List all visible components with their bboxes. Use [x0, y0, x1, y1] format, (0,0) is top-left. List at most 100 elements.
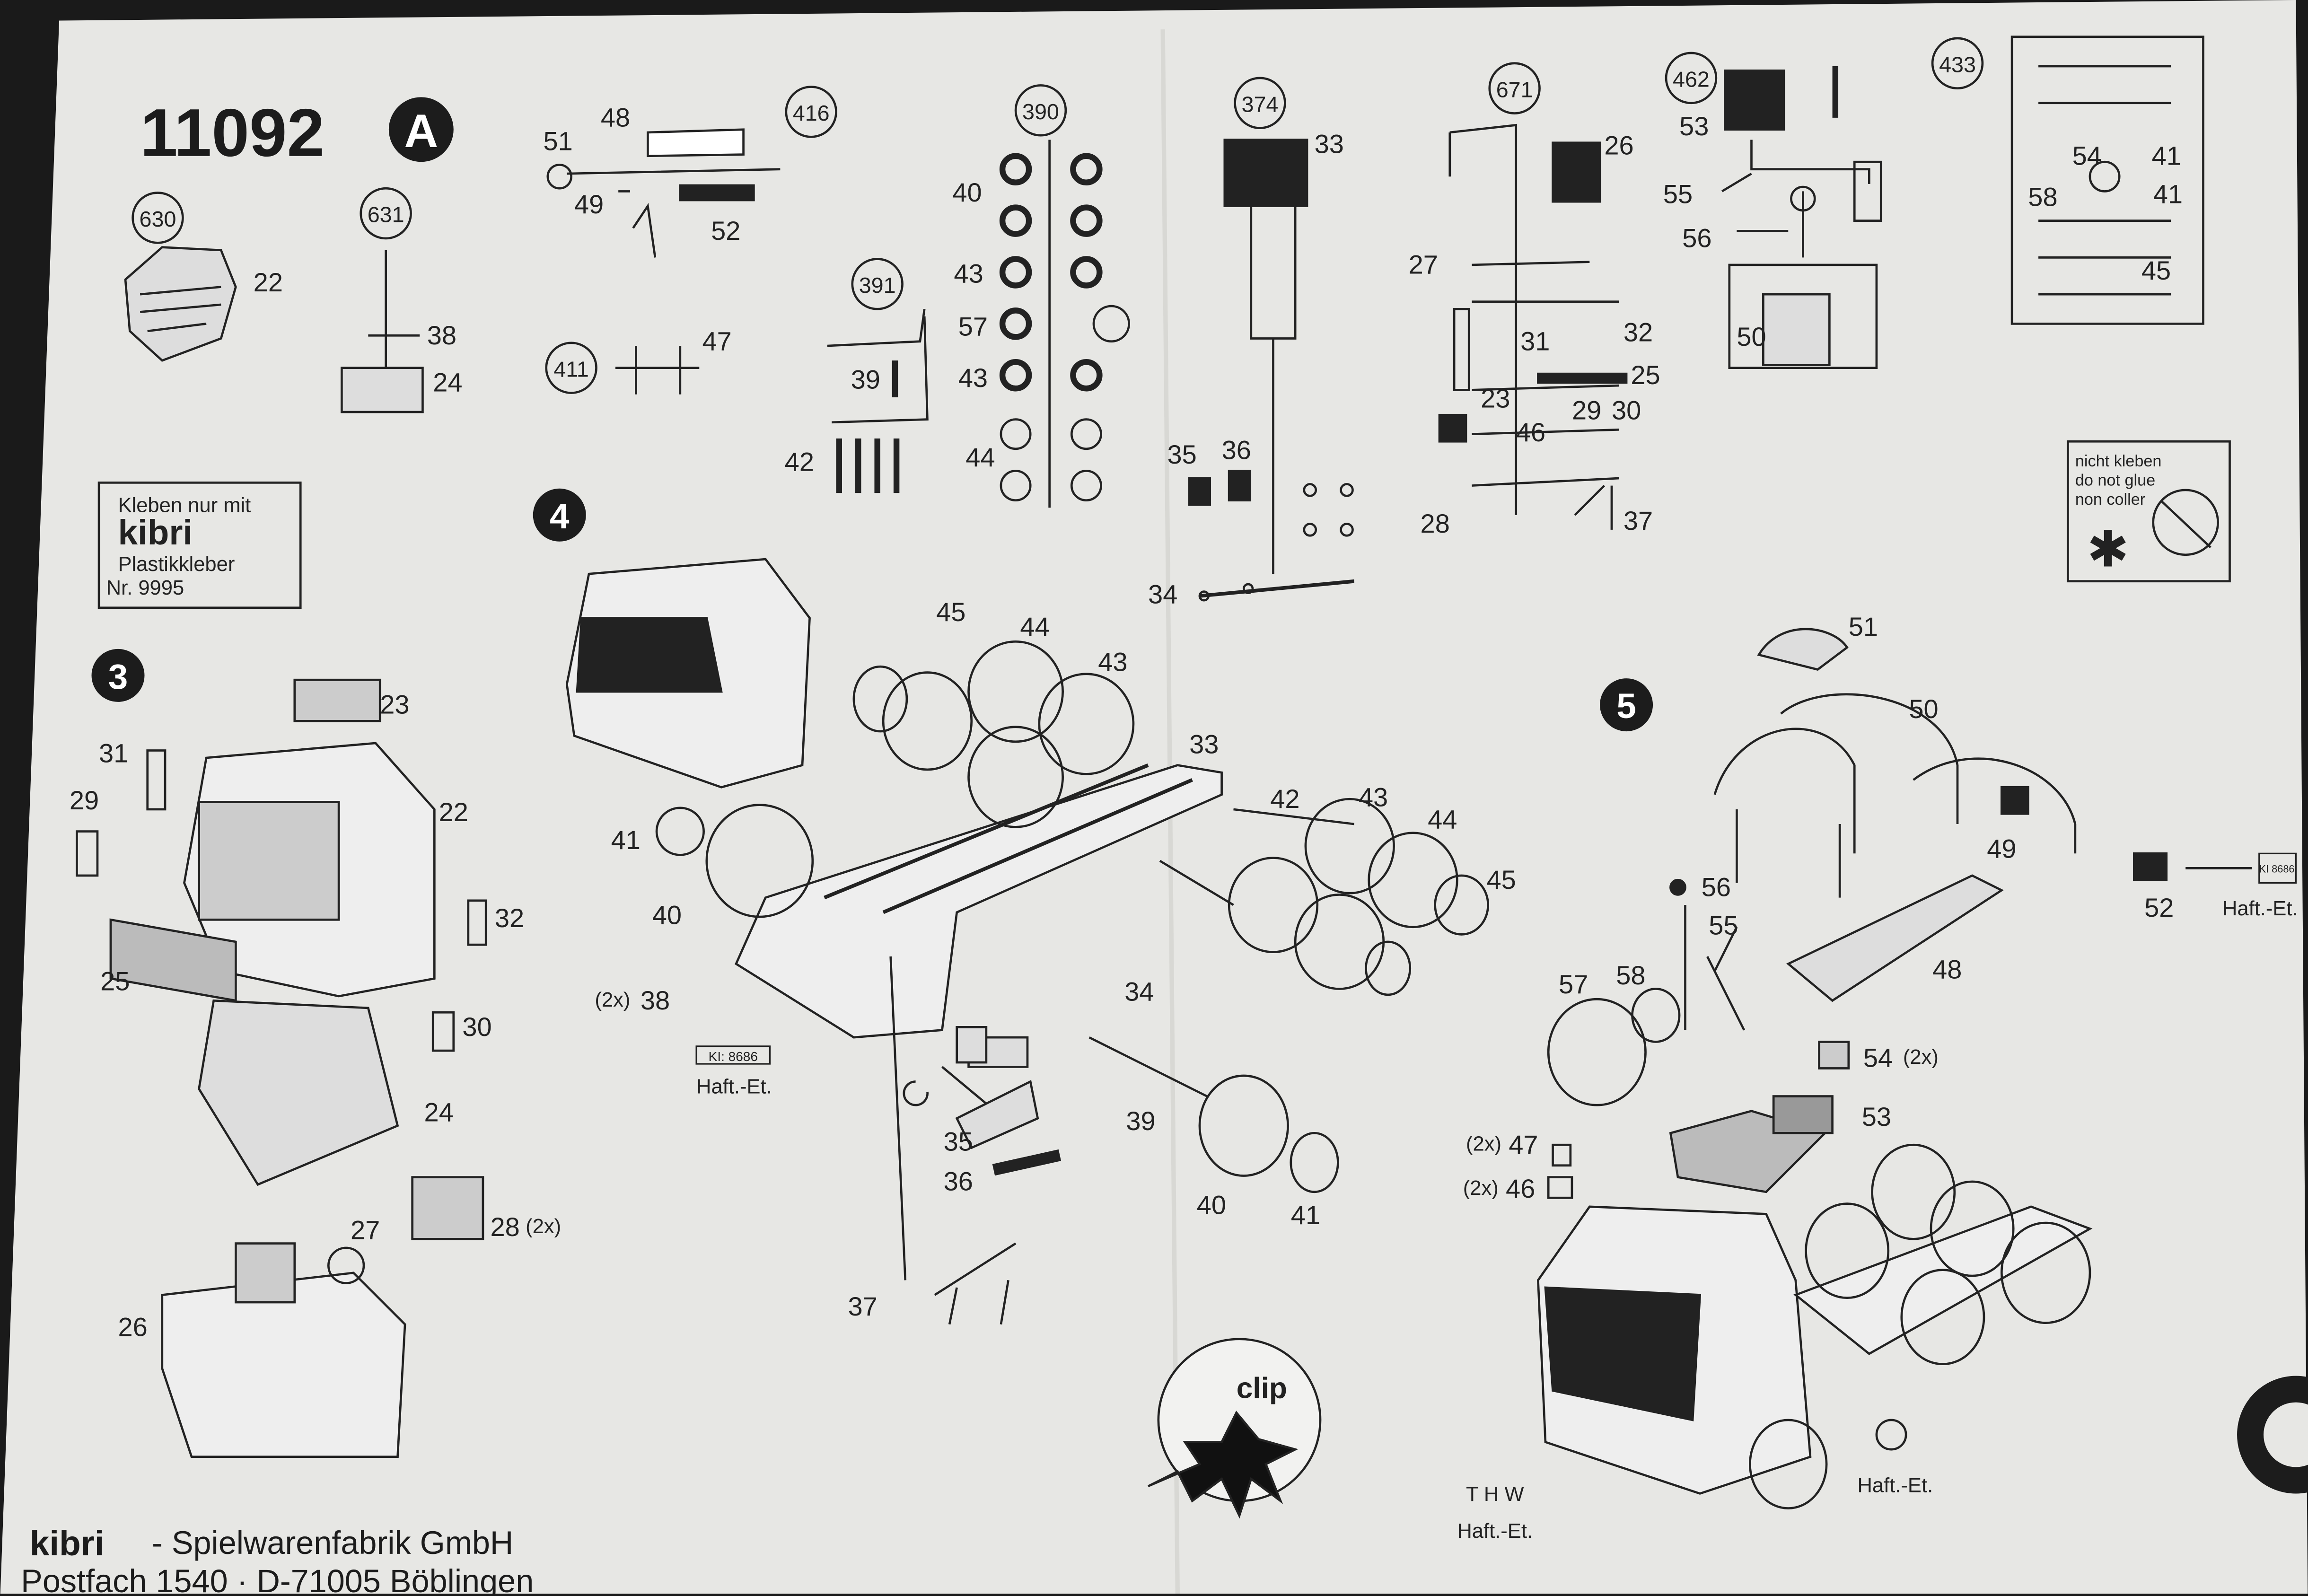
sprue-433-id: 433 [1939, 52, 1976, 77]
step5-label-57: 57 [1559, 969, 1588, 999]
step3-label-26: 26 [118, 1312, 147, 1342]
sprue-462-id: 462 [1673, 67, 1710, 92]
step5-label-58: 58 [1616, 960, 1645, 990]
sprue-671-part-25: 25 [1631, 360, 1660, 390]
sprue-671-part-31: 31 [1520, 326, 1550, 356]
footer-company: - Spielwarenfabrik GmbH [152, 1525, 513, 1561]
step3-label-24: 24 [424, 1097, 454, 1127]
step4-label-42: 42 [1270, 784, 1299, 814]
step5-label-55: 55 [1709, 910, 1738, 940]
glue-note-line3: Nr. 9995 [106, 577, 184, 599]
step5-label-49: 49 [1987, 834, 2016, 864]
step3-label-22: 22 [439, 797, 468, 827]
sprue-671-part-30: 30 [1612, 395, 1641, 425]
sprue-416-part-51: 51 [544, 126, 573, 156]
sprue-462 [1665, 52, 1882, 369]
sprue-631-id: 631 [368, 202, 404, 227]
step-5-badge [1600, 678, 1653, 732]
step4-label-37: 37 [848, 1291, 877, 1321]
sprue-391-part-42: 42 [785, 447, 814, 476]
step-5-number: 5 [1616, 686, 1636, 726]
footer-brand: kibri [30, 1523, 105, 1563]
warning-star: ✱ [2087, 522, 2129, 578]
step4-label-41: 41 [611, 825, 641, 855]
step3-label-23: 23 [380, 690, 409, 719]
sprue-433-part-54: 54 [2072, 140, 2102, 170]
step4-label-44: 44 [1020, 612, 1049, 641]
warning-line1: nicht kleben [2075, 452, 2162, 470]
step4-label-44b: 44 [1428, 804, 1457, 834]
sprue-411 [545, 342, 700, 395]
sprue-390-part-40: 40 [952, 177, 982, 207]
warning-line3: non coller [2075, 491, 2145, 509]
step5-label-56: 56 [1702, 872, 1731, 902]
step-3-cab-drawing [76, 678, 487, 1458]
sprue-462-part-55: 55 [1663, 179, 1693, 209]
step4-label-40: 40 [652, 900, 682, 930]
sprue-390 [999, 84, 1130, 508]
warning-box: nicht kleben do not glue non coller ✱ [2066, 440, 2231, 583]
step5-ki-label: KI 8686 [2259, 863, 2295, 875]
clip-icon [1148, 1338, 1322, 1519]
step4-label-2x: (2x) [595, 989, 630, 1011]
step3-label-2x: (2x) [526, 1215, 561, 1238]
footer-address: Postfach 1540 · D-71005 Böblingen [21, 1563, 534, 1594]
step4-label-36: 36 [944, 1166, 973, 1196]
sprue-391 [827, 258, 929, 493]
glue-note-line2: Plastikkleber [118, 553, 235, 576]
step5-label-51: 51 [1849, 612, 1878, 641]
sprue-411-id: 411 [553, 357, 588, 381]
sprue-391-id: 391 [859, 273, 896, 298]
sprue-631-part-24: 24 [433, 367, 462, 397]
sprue-390-part-44: 44 [965, 442, 995, 472]
step3-label-25: 25 [100, 966, 130, 996]
step3-label-31: 31 [99, 738, 128, 768]
step-4-badge [533, 488, 586, 542]
sprue-631-part-38: 38 [427, 320, 456, 350]
sprue-374-part-35: 35 [1167, 439, 1196, 469]
step5-haft-label-door: Haft.-Et. [1857, 1474, 1933, 1497]
sprue-671-part-26: 26 [1604, 131, 1633, 160]
sprue-671 [1438, 62, 1628, 530]
step-5-truck-drawing [1537, 628, 2252, 1509]
step4-label-38: 38 [641, 985, 670, 1015]
step4-label-41b: 41 [1291, 1200, 1320, 1230]
step3-label-28: 28 [491, 1212, 520, 1242]
step5-label-48: 48 [1932, 955, 1962, 984]
sprue-462-part-56: 56 [1682, 223, 1711, 253]
sprue-374-part-34: 34 [1148, 579, 1177, 609]
step3-label-29: 29 [70, 785, 99, 815]
step5-label-52: 52 [2144, 893, 2174, 922]
sprue-671-part-28: 28 [1421, 509, 1450, 538]
sprue-671-id: 671 [1496, 77, 1533, 102]
warning-line2: do not glue [2075, 472, 2155, 490]
sprue-390-id: 390 [1022, 99, 1059, 124]
step5-label-54-2x: (2x) [1903, 1046, 1939, 1069]
sprue-630-id: 630 [140, 207, 176, 231]
sprue-671-part-29: 29 [1572, 395, 1601, 425]
sheet-letter-badge [388, 97, 454, 162]
sprue-416-id: 416 [793, 101, 830, 125]
sprue-462-part-53: 53 [1679, 111, 1709, 141]
sprue-416-part-52: 52 [711, 216, 740, 246]
step4-label-45b: 45 [1487, 865, 1516, 894]
sprue-433-part-41a: 41 [2152, 140, 2181, 170]
step5-ki-sticker [2258, 852, 2297, 884]
sprue-671-part-32: 32 [1623, 317, 1653, 347]
sprue-390-part-43a: 43 [954, 258, 983, 288]
sprue-671-part-23: 23 [1481, 384, 1510, 413]
step3-label-30: 30 [462, 1012, 491, 1042]
sprue-416-part-49: 49 [574, 189, 604, 219]
sprue-390-part-57: 57 [958, 311, 988, 341]
sprue-374 [1188, 77, 1354, 602]
step4-haft-label: Haft.-Et. [696, 1075, 772, 1098]
sprue-433-part-41b: 41 [2153, 179, 2183, 209]
sprue-391-part-39: 39 [851, 364, 880, 394]
step4-label-43b: 43 [1359, 782, 1388, 812]
step4-label-35: 35 [944, 1127, 973, 1157]
step4-label-39: 39 [1126, 1106, 1155, 1136]
clip-label: clip [1237, 1372, 1287, 1404]
step4-label-43: 43 [1098, 647, 1127, 677]
